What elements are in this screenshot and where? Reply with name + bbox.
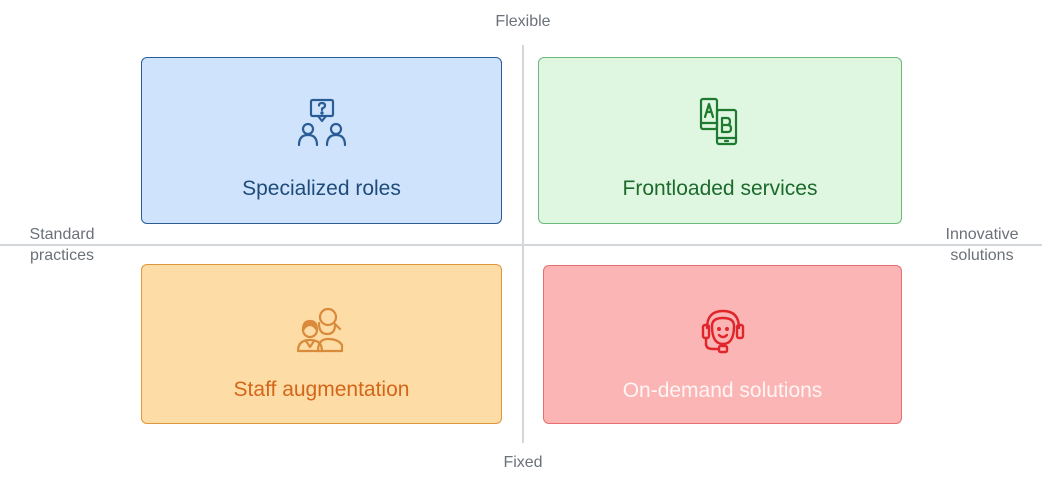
people-search-icon — [294, 303, 350, 359]
quadrant-on-demand-solutions[interactable]: On-demand solutions — [543, 265, 902, 424]
quadrant-title: Specialized roles — [242, 177, 401, 200]
axis-label-left: Standard practices — [29, 226, 95, 264]
quadrant-staff-augmentation[interactable]: Staff augmentation — [141, 264, 502, 424]
team-question-icon — [294, 96, 350, 152]
quadrant-specialized-roles[interactable]: Specialized roles — [141, 57, 502, 224]
quadrant-frontloaded-services[interactable]: Frontloaded services — [538, 57, 902, 224]
quadrant-title: On-demand solutions — [622, 379, 823, 402]
axis-label-bottom: Fixed — [503, 454, 543, 471]
quadrant-title: Staff augmentation — [233, 378, 410, 401]
axis-label-top: Flexible — [495, 13, 551, 30]
ab-test-phones-icon — [692, 96, 748, 152]
quadrant-title: Frontloaded services — [622, 177, 818, 200]
horizontal-axis — [0, 244, 1042, 246]
headset-support-icon — [695, 304, 751, 360]
axis-label-right: Innovative solutions — [945, 226, 1019, 264]
